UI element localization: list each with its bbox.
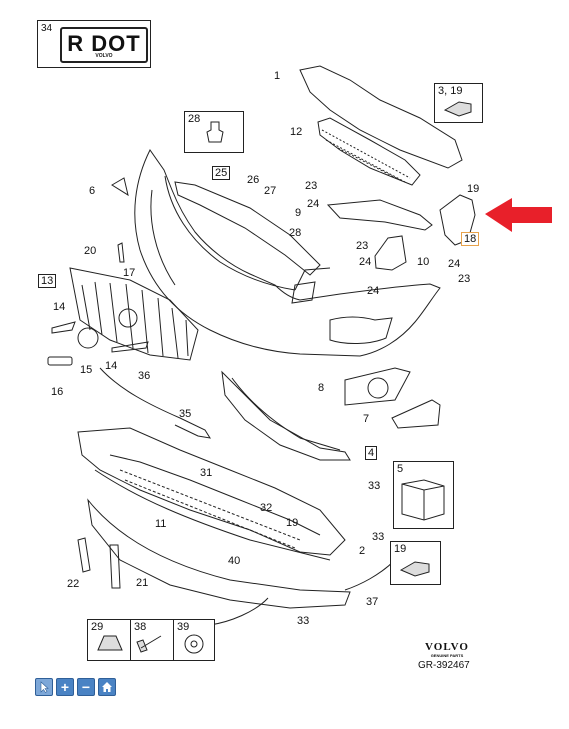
- part-label: 19: [467, 183, 480, 195]
- part-label: 12: [290, 126, 303, 138]
- plate-inset-number: 34: [41, 23, 53, 34]
- inset-number: 5: [397, 463, 404, 475]
- inset-box-5: 5: [393, 461, 454, 529]
- part-label: 23: [305, 180, 318, 192]
- part-label: 7: [363, 413, 370, 425]
- inset-number: 38: [134, 621, 147, 633]
- part-label: 9: [295, 207, 302, 219]
- part-label: 37: [366, 596, 379, 608]
- part-label: 24: [448, 258, 461, 270]
- volvo-logo: VOLVO GENUINE PARTS: [418, 641, 476, 658]
- clip-icon: [399, 561, 430, 577]
- cursor-icon: [40, 681, 49, 693]
- home-icon: [102, 682, 112, 692]
- part-label: 31: [200, 467, 213, 479]
- part-label: 10: [417, 256, 430, 268]
- inset-number: 3, 19: [438, 85, 463, 97]
- part-label: 16: [51, 386, 64, 398]
- part-label: 21: [136, 577, 149, 589]
- viewer-toolbar: + −: [35, 678, 116, 696]
- part-label: 19: [286, 517, 299, 529]
- part-label: 14: [105, 360, 118, 372]
- inset-screw-38: 38: [130, 619, 175, 661]
- part-label: 33: [297, 615, 310, 627]
- part-label: 40: [228, 555, 241, 567]
- inset-fastener-29: 29: [87, 619, 132, 661]
- zoom-out-icon: −: [81, 679, 91, 695]
- part-label: 11: [155, 518, 167, 530]
- clip-icon: [443, 101, 472, 117]
- front-grille: [69, 267, 199, 361]
- clip-icon: [206, 121, 224, 143]
- select-button[interactable]: [35, 678, 53, 696]
- inset-number: 19: [394, 543, 407, 555]
- home-button[interactable]: [98, 678, 116, 696]
- part-label: 23: [458, 273, 471, 285]
- inset-clip-3-19: 3, 19: [434, 83, 483, 123]
- screw-icon: [136, 635, 162, 653]
- lower-spoiler: [77, 427, 346, 556]
- top-rail: [299, 65, 463, 169]
- part-label: 15: [80, 364, 93, 376]
- part-label: 1: [274, 70, 281, 82]
- diagram-reference-code: GR-392467: [418, 660, 470, 671]
- part-label: 32: [260, 502, 273, 514]
- part-label: 23: [356, 240, 369, 252]
- inset-clip-19: 19: [390, 541, 441, 585]
- zoom-in-icon: +: [60, 679, 70, 695]
- boxed-part-label: 18: [461, 232, 480, 246]
- zoom-in-button[interactable]: +: [56, 678, 74, 696]
- part-label: 35: [179, 408, 192, 420]
- part-label: 17: [123, 267, 136, 279]
- boxed-part-label: 25: [212, 166, 231, 180]
- inset-washer-39: 39: [173, 619, 215, 661]
- boxed-part-label: 13: [38, 274, 57, 288]
- plate-subtext: VOLVO: [95, 53, 113, 59]
- part-label: 36: [138, 370, 151, 382]
- part-label: 33: [368, 480, 381, 492]
- part-label: 14: [53, 301, 66, 313]
- part-label: 28: [289, 227, 302, 239]
- brand-name: VOLVO: [425, 641, 469, 653]
- inset-number: 39: [177, 621, 190, 633]
- part-label: 20: [84, 245, 97, 257]
- part-label: 33: [372, 531, 385, 543]
- plate-text: R DOT: [67, 31, 141, 56]
- part-label: 27: [264, 185, 277, 197]
- plate-inset: 34 R DOT VOLVO: [37, 20, 151, 68]
- bumper-cover: [134, 149, 441, 357]
- zoom-out-button[interactable]: −: [77, 678, 95, 696]
- part-label: 22: [67, 578, 80, 590]
- license-plate: R DOT VOLVO: [60, 27, 148, 63]
- washer-icon: [184, 634, 204, 654]
- inset-clip-28: 28: [184, 111, 244, 153]
- part-label: 24: [359, 256, 372, 268]
- boxed-part-label: 4: [365, 446, 378, 460]
- brand-sub: GENUINE PARTS: [430, 653, 464, 658]
- fastener-icon: [97, 635, 123, 651]
- part-label: 24: [307, 198, 320, 210]
- part-label: 8: [318, 382, 325, 394]
- part-label: 2: [359, 545, 366, 557]
- inset-number: 28: [188, 113, 201, 125]
- part-label: 6: [89, 185, 96, 197]
- inset-number: 29: [91, 621, 104, 633]
- package-icon: [401, 479, 445, 521]
- highlight-arrow: [485, 198, 552, 232]
- part-label: 24: [367, 285, 380, 297]
- part-label: 26: [247, 174, 260, 186]
